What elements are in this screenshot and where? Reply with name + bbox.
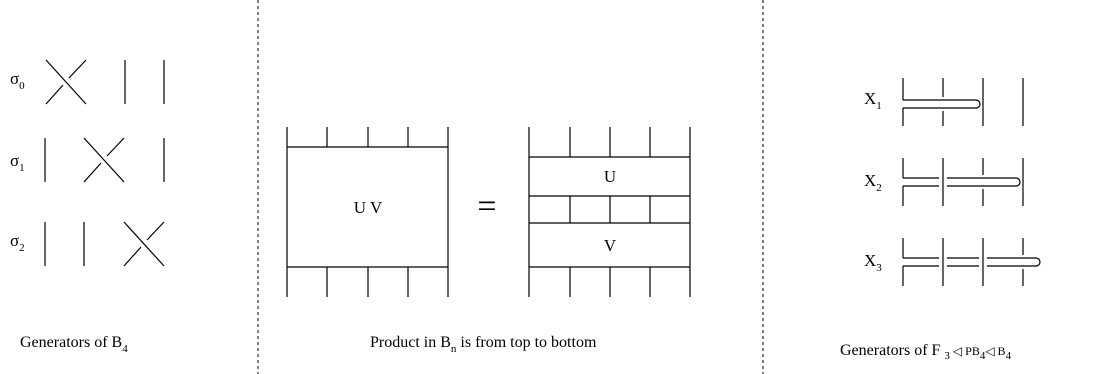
u-box-label: U [604, 167, 616, 186]
product-caption: Product in Bn is from top to bottom [370, 334, 597, 355]
sigma-0-braid [45, 59, 165, 105]
braid-generators-panel: σ0 σ1 σ2 [10, 59, 165, 355]
x2-braid [902, 158, 1024, 206]
sigma-0-label: σ0 [10, 69, 25, 92]
x3-braid [902, 238, 1041, 286]
free-generators-panel: X1 X2 X3 [840, 78, 1041, 362]
uv-box-label: U V [354, 198, 383, 217]
braid-generators-caption: Generators of B4 [20, 334, 128, 355]
product-panel: U V = U V Prod [286, 127, 691, 355]
sigma-2-braid [44, 221, 165, 267]
x1-label: X1 [864, 89, 882, 112]
free-generators-caption: Generators of F 3 ◁ PB4◁ B4 [840, 342, 1012, 362]
equals-sign: = [477, 188, 496, 225]
v-box-label: V [604, 236, 617, 255]
sigma-1-label: σ1 [10, 151, 25, 174]
x2-label: X2 [864, 171, 882, 194]
x1-braid [902, 78, 1024, 126]
sigma-2-label: σ2 [10, 231, 25, 254]
stacked-boxes [528, 127, 691, 297]
sigma-1-braid [44, 137, 165, 183]
uv-box [286, 127, 449, 297]
x3-label: X3 [864, 251, 882, 274]
